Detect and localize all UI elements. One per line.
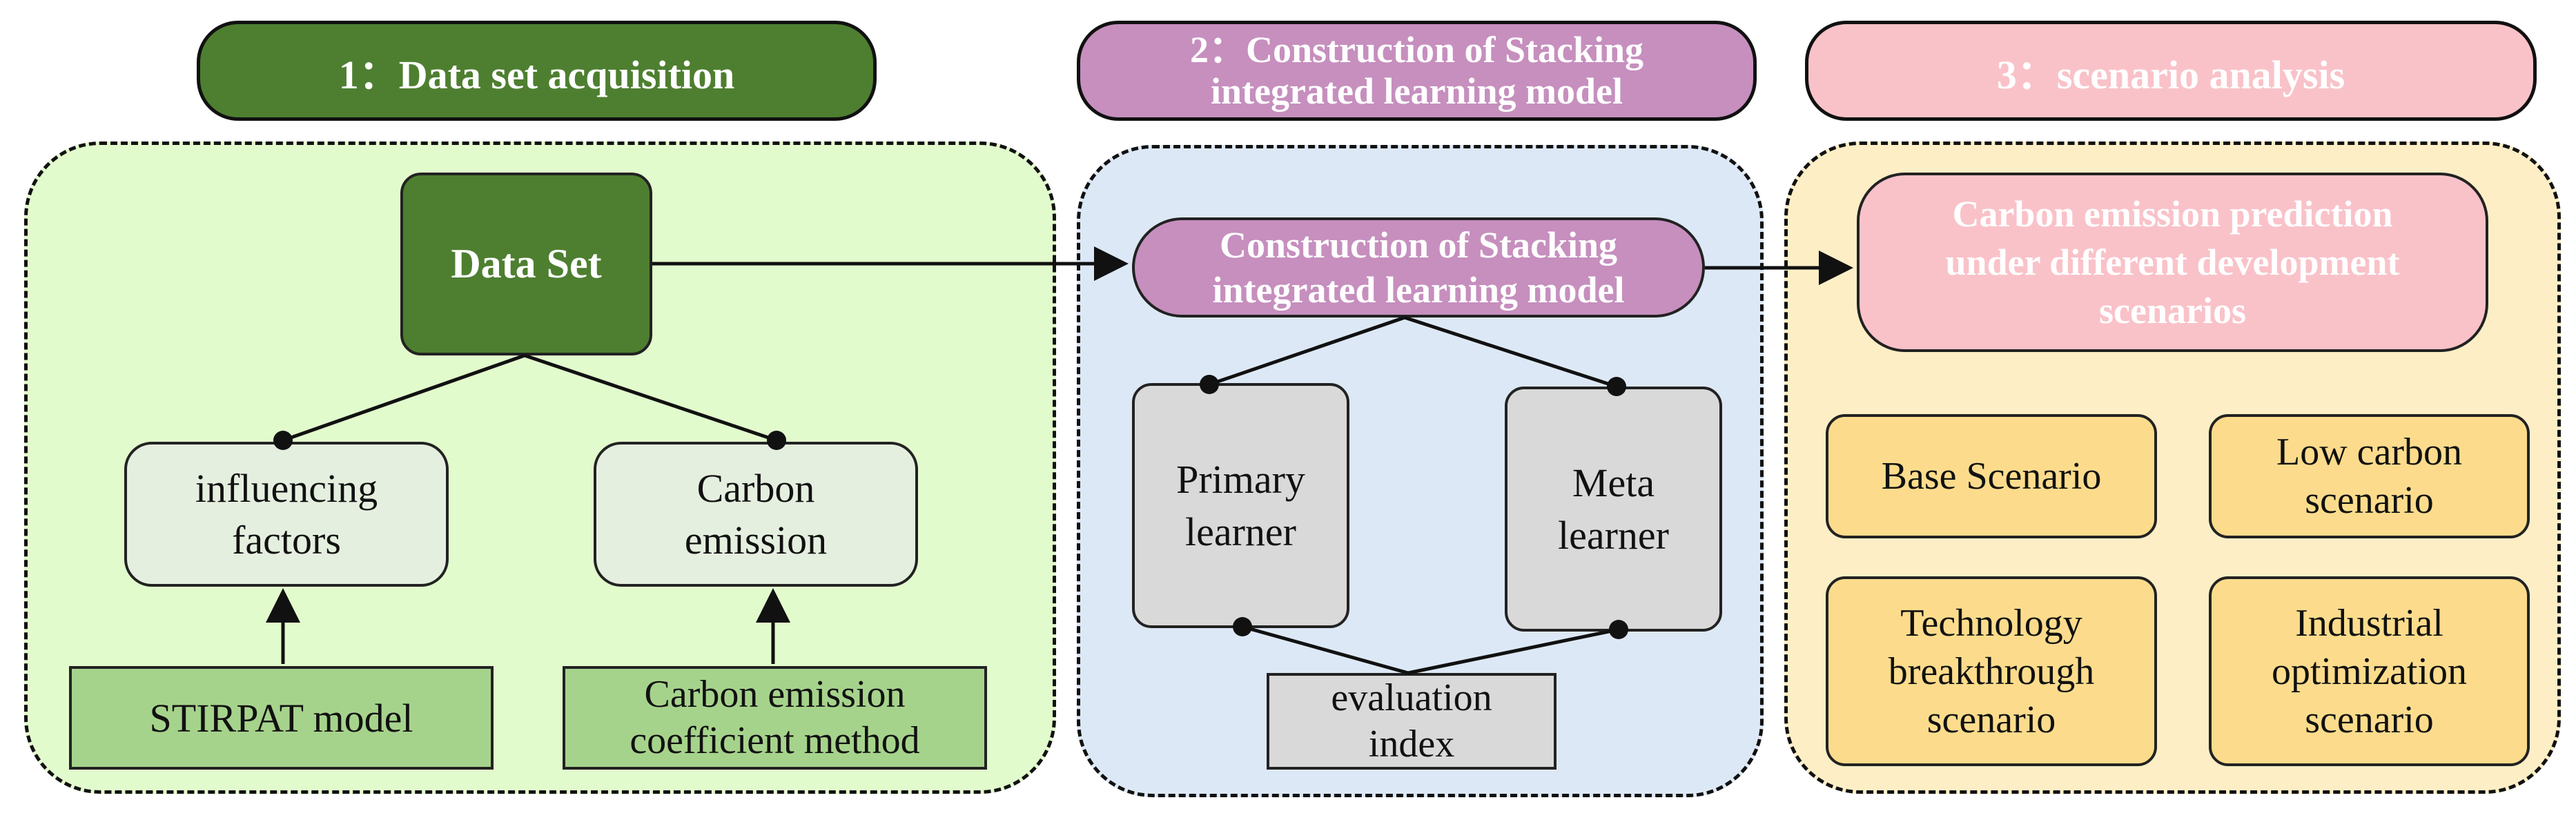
low-carbon-line1: Low carbon bbox=[2276, 431, 2462, 474]
header-stage2-line1: 2：Construction of Stacking bbox=[1189, 29, 1644, 71]
evaluation-index-box: evaluation index bbox=[1267, 673, 1557, 770]
stirpat-model-box: STIRPAT model bbox=[69, 666, 494, 770]
industrial-line3: scenario bbox=[2305, 698, 2434, 741]
technology-scenario-box: Technology breakthrough scenario bbox=[1826, 576, 2157, 766]
stirpat-label: STIRPAT model bbox=[149, 695, 413, 741]
link-dataset-influencing bbox=[282, 353, 525, 442]
dot-carbon bbox=[767, 431, 786, 450]
industrial-scenario-box: Industrial optimization scenario bbox=[2209, 576, 2530, 766]
dot-meta-bottom bbox=[1609, 620, 1628, 639]
prediction-line2: under different development bbox=[1945, 241, 2400, 283]
industrial-line2: optimization bbox=[2271, 650, 2468, 693]
link-stacking-primary bbox=[1209, 315, 1405, 387]
technology-line1: Technology bbox=[1900, 601, 2082, 645]
influencing-line2: factors bbox=[232, 518, 341, 563]
link-stacking-meta bbox=[1404, 315, 1617, 389]
stacking-line2: integrated learning model bbox=[1212, 269, 1625, 311]
header-stage3-text: 3：scenario analysis bbox=[1996, 52, 2345, 97]
dot-influencing bbox=[273, 431, 293, 450]
meta-learner-line1: Meta bbox=[1572, 460, 1655, 506]
meta-learner-box: Meta learner bbox=[1505, 387, 1722, 632]
dataset-label: Data Set bbox=[451, 241, 602, 286]
low-carbon-line2: scenario bbox=[2305, 479, 2434, 522]
link-primary-eval bbox=[1242, 625, 1409, 675]
prediction-line1: Carbon emission prediction bbox=[1952, 193, 2393, 235]
header-stage2: 2：Construction of Stacking integrated le… bbox=[1077, 21, 1757, 121]
carbon-emission-line2: emission bbox=[684, 518, 828, 563]
link-dataset-carbon bbox=[524, 353, 777, 442]
carbon-emission-line1: Carbon bbox=[696, 465, 815, 511]
base-scenario-label: Base Scenario bbox=[1881, 455, 2102, 498]
influencing-line1: influencing bbox=[195, 465, 378, 511]
evaluation-line1: evaluation bbox=[1331, 676, 1492, 719]
header-stage2-line2: integrated learning model bbox=[1211, 70, 1623, 112]
link-meta-eval bbox=[1407, 627, 1619, 675]
stacking-line1: Construction of Stacking bbox=[1219, 224, 1618, 266]
industrial-line1: Industrial bbox=[2295, 601, 2443, 645]
stacking-model-box: Construction of Stacking integrated lear… bbox=[1132, 217, 1705, 318]
header-stage3: 3：scenario analysis bbox=[1805, 21, 2537, 121]
meta-learner-line2: learner bbox=[1558, 512, 1669, 558]
dot-primary-bottom bbox=[1233, 617, 1252, 636]
primary-learner-line2: learner bbox=[1185, 509, 1296, 554]
dataset-box: Data Set bbox=[400, 173, 652, 355]
base-scenario-box: Base Scenario bbox=[1826, 414, 2157, 538]
influencing-factors-box: influencing factors bbox=[124, 442, 449, 587]
technology-line3: scenario bbox=[1926, 698, 2056, 741]
coefficient-line1: Carbon emission bbox=[644, 672, 906, 716]
coefficient-method-box: Carbon emission coefficient method bbox=[563, 666, 987, 770]
primary-learner-box: Primary learner bbox=[1132, 383, 1349, 628]
coefficient-line2: coefficient method bbox=[630, 719, 920, 762]
prediction-box: Carbon emission prediction under differe… bbox=[1857, 173, 2488, 352]
header-stage1-text: 1：Data set acquisition bbox=[338, 52, 735, 97]
technology-line2: breakthrough bbox=[1888, 650, 2095, 693]
dot-meta-top bbox=[1607, 377, 1626, 396]
dot-primary-top bbox=[1200, 375, 1219, 394]
primary-learner-line1: Primary bbox=[1176, 457, 1305, 502]
carbon-emission-box: Carbon emission bbox=[594, 442, 918, 587]
prediction-line3: scenarios bbox=[2099, 290, 2246, 332]
evaluation-line2: index bbox=[1368, 723, 1455, 765]
header-stage1: 1：Data set acquisition bbox=[197, 21, 877, 121]
low-carbon-scenario-box: Low carbon scenario bbox=[2209, 414, 2530, 538]
